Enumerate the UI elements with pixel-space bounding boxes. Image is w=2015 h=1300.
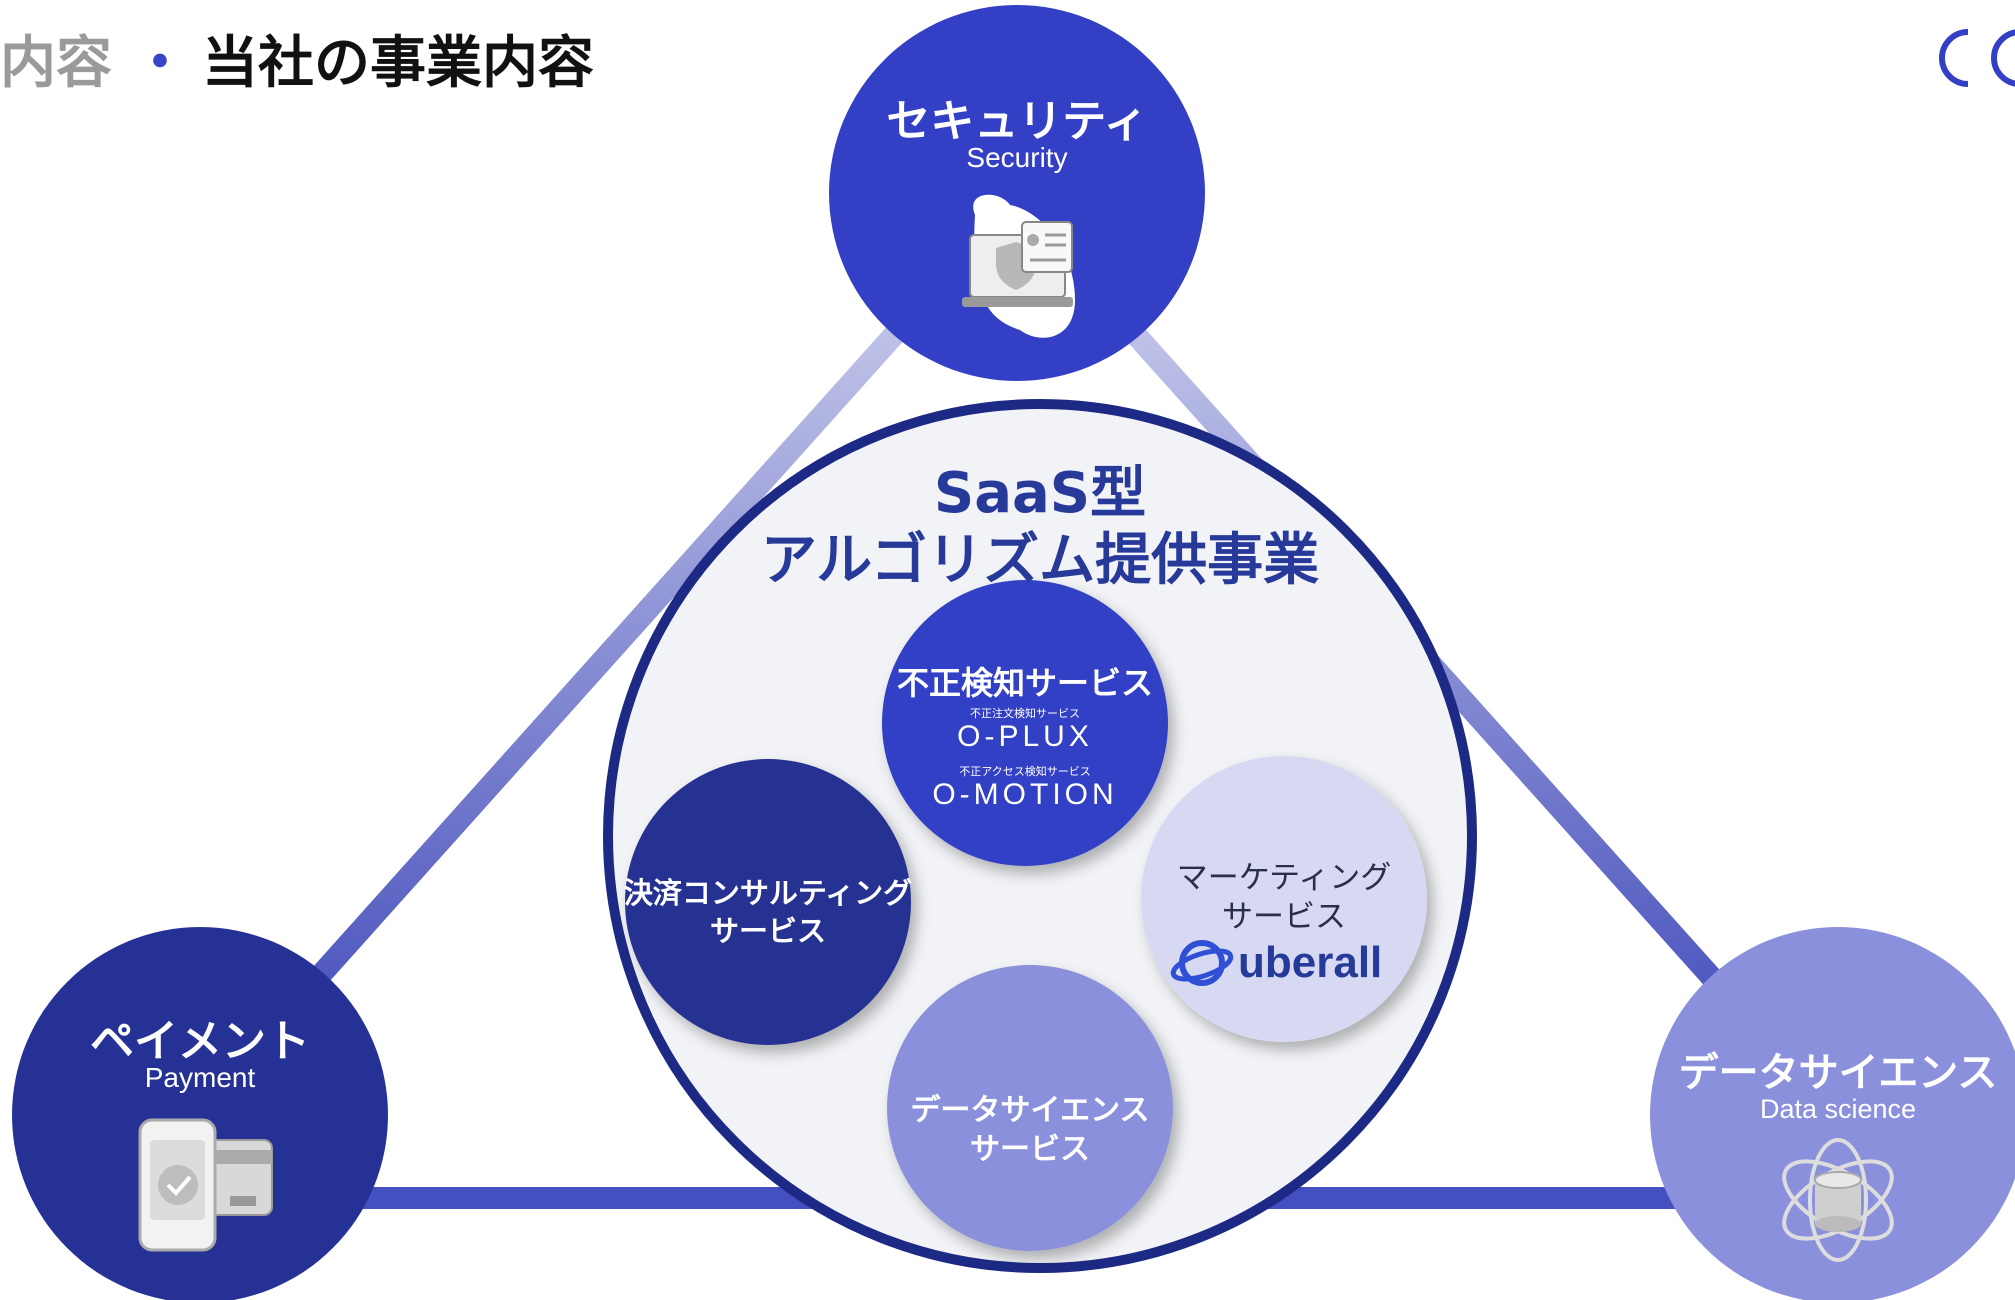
fraud-service-bubble <box>882 580 1168 866</box>
database-orbit-icon <box>1782 1138 1894 1262</box>
security-node <box>829 5 1205 381</box>
payment-node <box>12 927 388 1300</box>
center-title-line2: アルゴリズム提供事業 <box>760 528 1320 593</box>
data-science-label-en: Data science <box>1759 1094 1917 1124</box>
consulting-service-line2: サービス <box>709 914 826 948</box>
marketing-service-line1: マーケティング <box>1176 860 1392 896</box>
uberall-logo-icon <box>1170 940 1234 986</box>
edge-security-payment <box>186 192 1024 1123</box>
page-header: 内容・当社の事業内容 <box>0 18 594 108</box>
center-title-line1: SaaS型 <box>933 461 1147 526</box>
corner-logo-icon <box>1939 29 2015 87</box>
previous-section-title: 内容 <box>0 31 112 96</box>
security-label-en: Security <box>966 142 1068 173</box>
consulting-service-line1: 決済コンサルティング <box>623 876 913 910</box>
data-science-service-bubble <box>887 965 1173 1251</box>
oplux-logo: O-PLUX <box>957 720 1093 753</box>
security-label: セキュリティ <box>886 96 1148 147</box>
marketing-service-line2: サービス <box>1222 899 1346 935</box>
phone-card-icon <box>138 1118 273 1252</box>
section-separator: ・ <box>132 31 188 96</box>
payment-label: ペイメント <box>90 1016 310 1067</box>
data-science-node <box>1650 927 2015 1300</box>
uberall-brand: uberall <box>1238 938 1383 987</box>
data-science-label: データサイエンス <box>1678 1050 1998 1096</box>
payment-label-en: Payment <box>144 1062 256 1093</box>
data-science-service-line2: サービス <box>970 1132 1090 1167</box>
omotion-logo: O-MOTION <box>932 778 1118 811</box>
omotion-caption: 不正アクセス検知サービス <box>959 766 1091 778</box>
oplux-caption: 不正注文検知サービス <box>970 708 1080 720</box>
consulting-service-bubble <box>625 759 911 1045</box>
current-section-title: 当社の事業内容 <box>202 31 594 96</box>
laptop-shield-icon <box>962 194 1075 338</box>
data-science-service-line1: データサイエンス <box>910 1093 1150 1128</box>
fraud-service-title: 不正検知サービス <box>896 664 1153 702</box>
